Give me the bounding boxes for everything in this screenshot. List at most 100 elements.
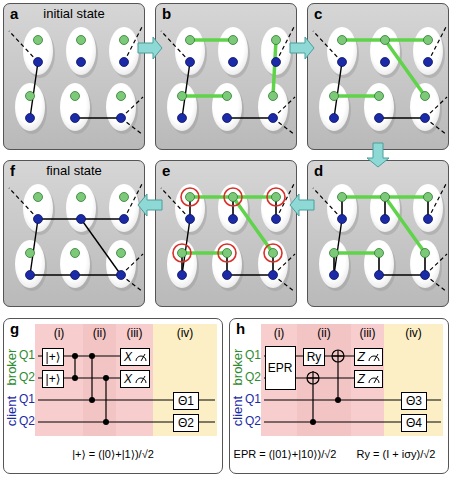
step-label: (iv): [405, 326, 422, 340]
gate-label: |+⟩: [46, 372, 61, 386]
client-qubit: [381, 215, 390, 224]
step-arrow: [138, 37, 162, 59]
broker-qubit: [229, 36, 238, 45]
bond: [81, 219, 121, 275]
measurement-mark: [218, 244, 236, 262]
epr-bond: [334, 251, 379, 255]
broker-qubit: [421, 92, 430, 101]
client-qubit: [338, 215, 347, 224]
figure-panel: ffinal state: [3, 160, 145, 307]
broker-qubit: [424, 36, 433, 45]
epr-bond: [334, 94, 379, 98]
qubit-label: Q1: [245, 392, 261, 406]
external-bond: [313, 188, 342, 219]
client-qubit: [338, 58, 347, 67]
role-label: client: [230, 396, 245, 426]
gate-box: Ry: [303, 348, 325, 366]
client-qubit: [424, 58, 433, 67]
bond: [38, 218, 81, 219]
qubit-oval: [66, 184, 96, 232]
formula: |+⟩ = (|0⟩+|1⟩)/√2: [72, 448, 154, 461]
external-bond: [9, 188, 38, 219]
step-arrow: [367, 143, 389, 167]
client-qubit: [26, 271, 35, 280]
gate-box: Θ4: [401, 414, 427, 432]
bond: [227, 117, 273, 118]
qubit-label: Q1: [19, 348, 35, 362]
client-qubit: [71, 114, 80, 123]
figure-panel: d: [307, 160, 449, 307]
graph-state: [9, 25, 143, 135]
client-qubit: [120, 215, 129, 224]
gate-label: Θ1: [178, 394, 194, 408]
qubit-oval: [364, 240, 394, 288]
qubit-oval: [212, 240, 242, 288]
epr-bond: [385, 38, 428, 42]
role-label: broker: [230, 349, 245, 386]
meter-symbol: [135, 374, 147, 384]
client-qubit: [269, 114, 278, 123]
broker-qubit: [223, 92, 232, 101]
bond: [379, 117, 425, 118]
client-qubit: [117, 271, 126, 280]
meter-needle: [374, 354, 378, 361]
panel-letter: d: [314, 162, 323, 179]
broker-qubit: [229, 193, 238, 202]
graph-state: [9, 182, 143, 292]
external-bond: [9, 31, 38, 62]
bond: [30, 219, 38, 275]
epr-bond: [385, 195, 428, 199]
broker-qubit: [272, 193, 281, 202]
qubit-oval: [109, 27, 139, 75]
measurement-mark: [267, 188, 285, 206]
epr-bond: [385, 40, 425, 96]
qubit-oval: [370, 184, 400, 232]
broker-qubit: [269, 249, 278, 258]
graph-state: [161, 182, 295, 292]
qubit-oval: [60, 240, 90, 288]
broker-qubit: [381, 193, 390, 202]
role-label: client: [4, 396, 19, 426]
qubit-oval: [410, 240, 440, 288]
broker-qubit: [375, 249, 384, 258]
epr-bond: [190, 38, 233, 42]
broker-qubit: [26, 92, 35, 101]
step-label: (iv): [177, 326, 194, 340]
bond: [30, 62, 38, 118]
panel-letter: f: [10, 162, 15, 179]
client-qubit: [375, 271, 384, 280]
gate-label: EPR: [268, 361, 293, 375]
bond: [334, 219, 342, 275]
broker-qubit: [186, 193, 195, 202]
panel-letter: g: [10, 320, 19, 337]
qubit-label: Q2: [19, 370, 35, 384]
client-qubit: [381, 58, 390, 67]
step-label: (ii): [93, 326, 106, 340]
gate-label: X: [121, 350, 132, 364]
epr-bond: [233, 195, 276, 199]
qubit-oval: [15, 83, 45, 131]
measurement-gate: Z: [354, 348, 383, 366]
gate-box: |+⟩: [42, 348, 64, 366]
measurement-mark: [224, 188, 242, 206]
broker-qubit: [272, 36, 281, 45]
client-qubit: [77, 58, 86, 67]
qubit-oval: [218, 184, 248, 232]
broker-qubit: [269, 92, 278, 101]
broker-qubit: [71, 92, 80, 101]
meter-symbol: [368, 374, 380, 384]
gate-box: Θ2: [173, 414, 199, 432]
step-label: (iii): [127, 326, 143, 340]
measurement-gate: Z: [354, 370, 383, 388]
client-qubit: [424, 215, 433, 224]
gate-label: |+⟩: [46, 350, 61, 364]
meter-needle: [374, 376, 378, 383]
broker-qubit: [330, 249, 339, 258]
panel-letter: h: [236, 320, 245, 337]
client-qubit: [186, 58, 195, 67]
bond: [182, 62, 190, 118]
broker-qubit: [120, 193, 129, 202]
client-qubit: [229, 215, 238, 224]
